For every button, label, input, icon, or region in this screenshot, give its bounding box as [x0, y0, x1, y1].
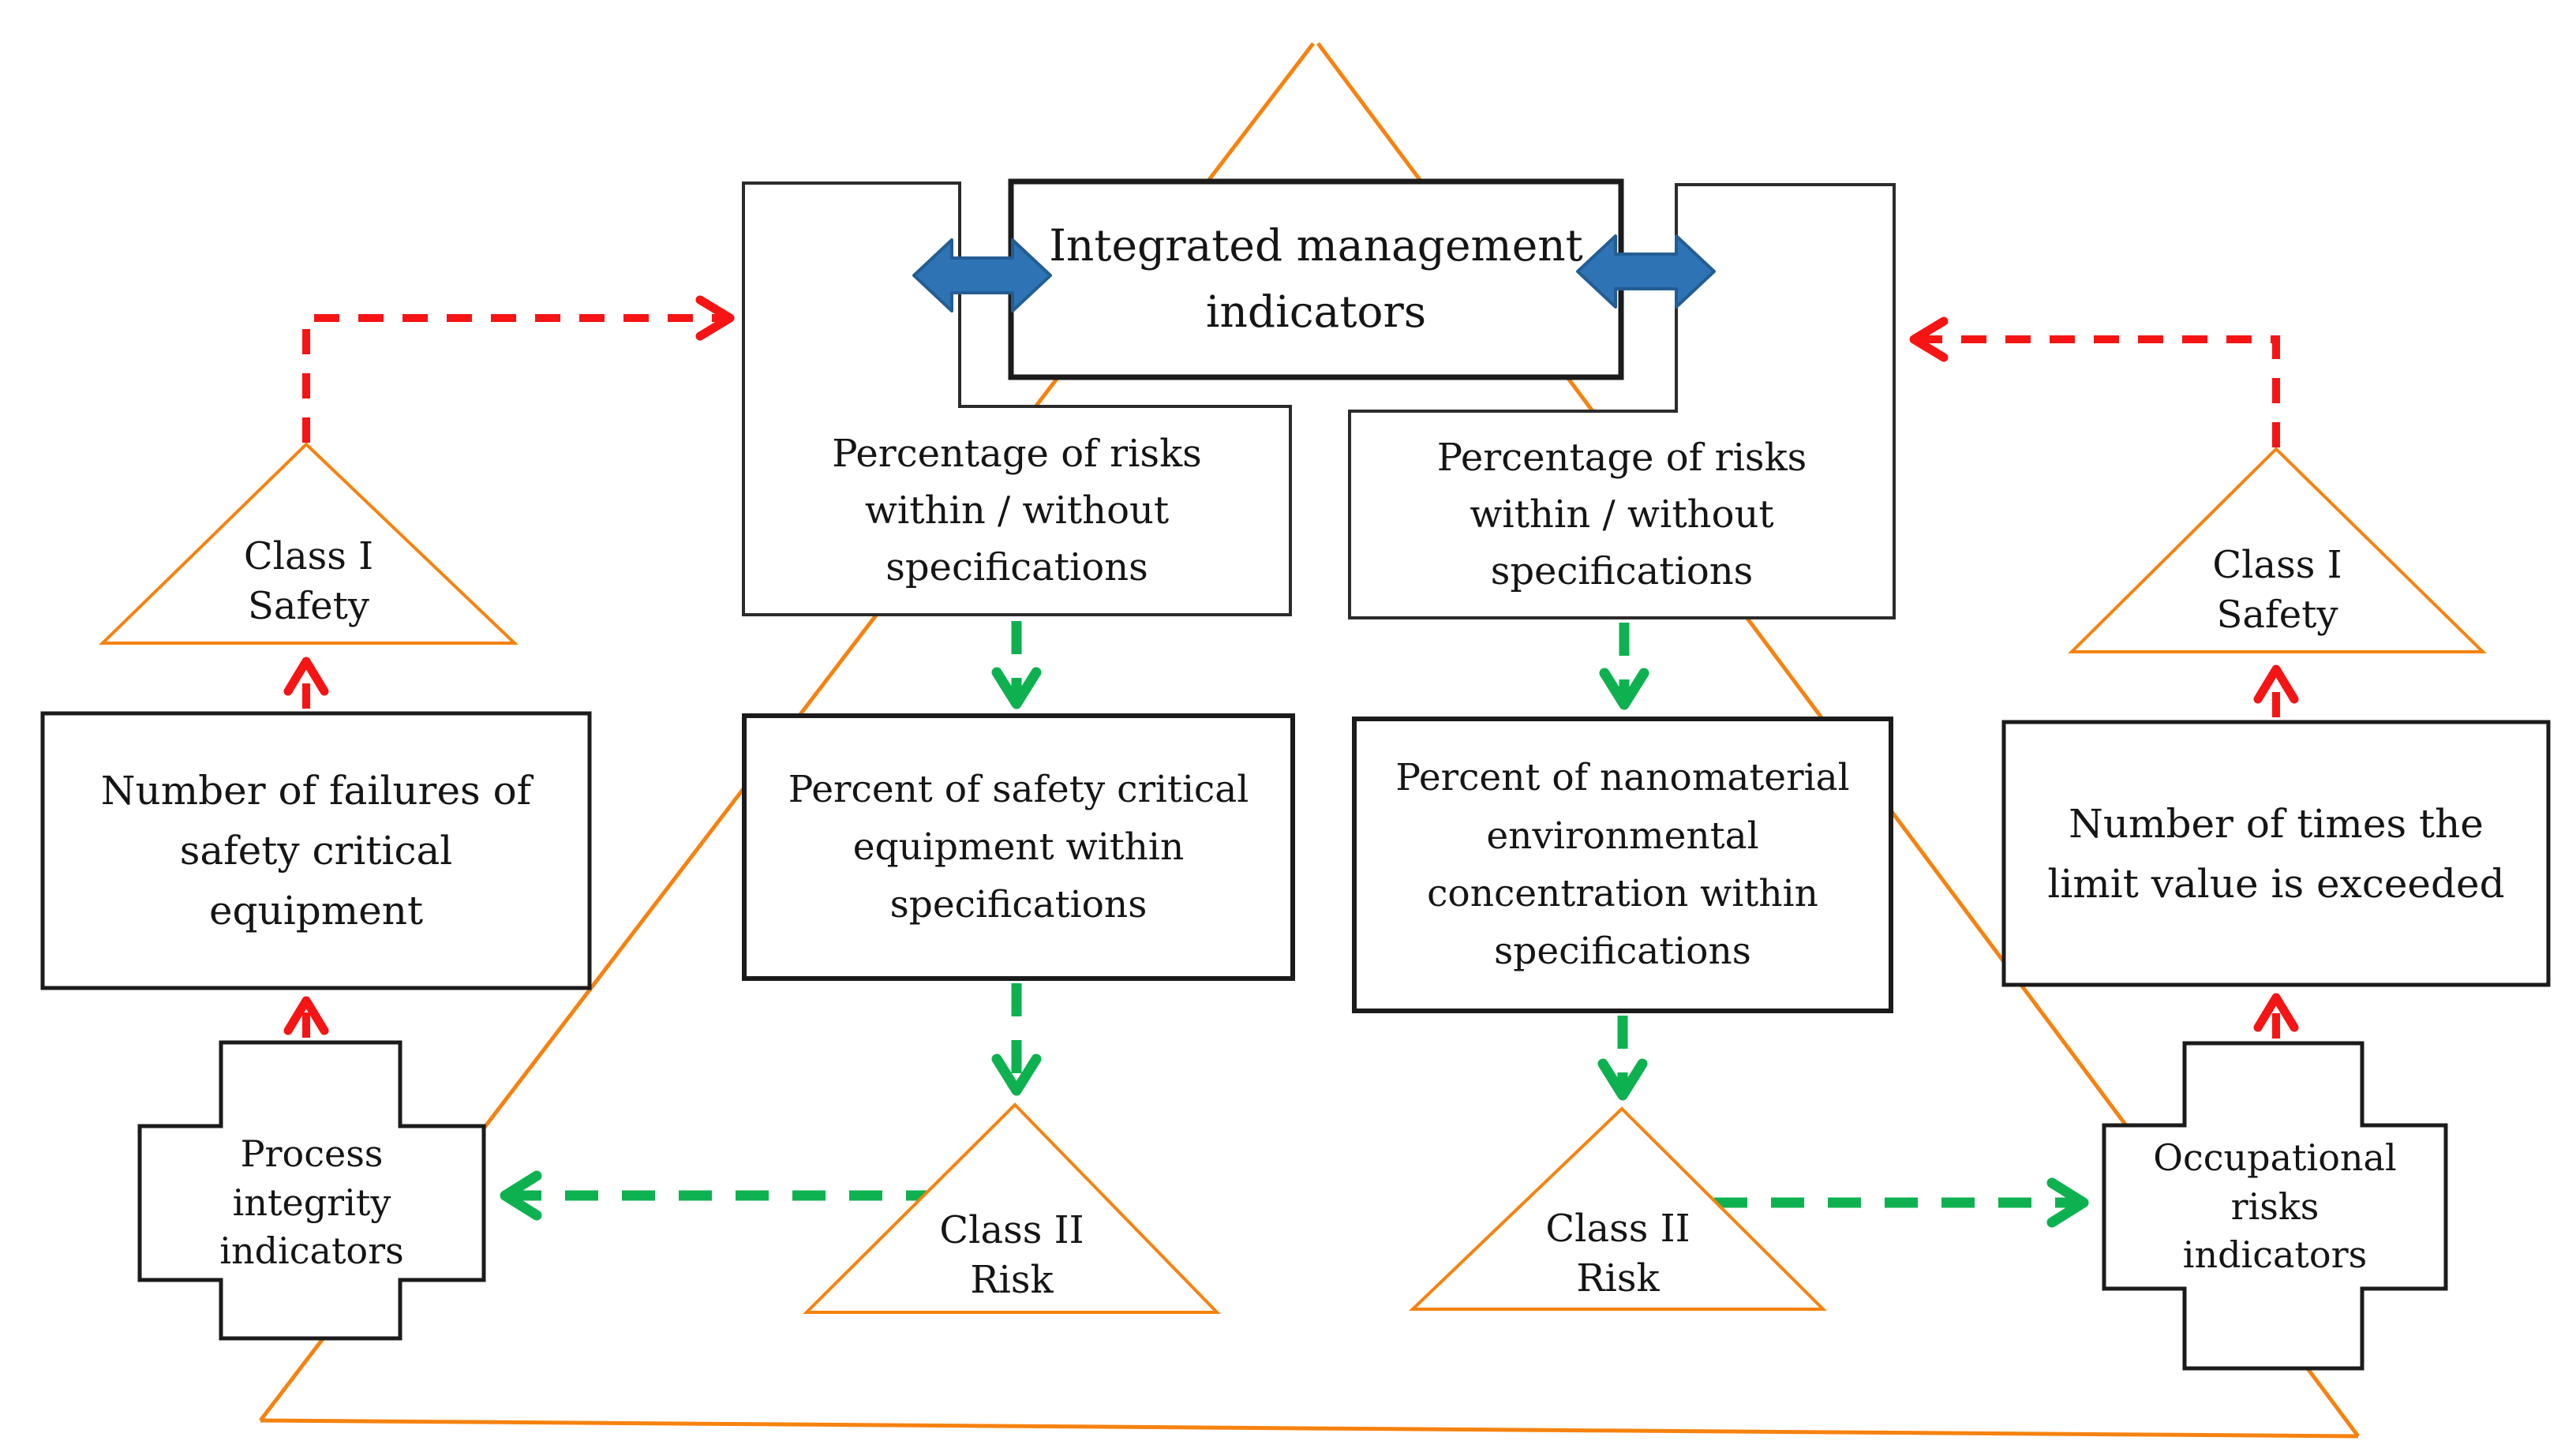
- class2-left-label: Class II Risk: [939, 1208, 1084, 1302]
- occupational-risks-cross: [2102, 1041, 2448, 1371]
- integrated-management-label: Integrated management indicators: [1049, 220, 1583, 337]
- class1-left-label: Class I Safety: [243, 534, 374, 628]
- number-of-times-box: [2001, 720, 2551, 987]
- number-of-failures-label: Number of failures of safety critical eq…: [100, 768, 532, 934]
- class1-right-label: Class I Safety: [2212, 543, 2342, 637]
- blue-double-arrow-right: [1576, 234, 1716, 309]
- class2-left-triangle: [803, 1102, 1221, 1314]
- percentage-risks-left-shape: [742, 182, 1292, 616]
- class2-right-triangle: [1409, 1106, 1827, 1311]
- blue-double-arrow-left: [912, 238, 1052, 312]
- class2-right-label: Class II Risk: [1545, 1207, 1690, 1300]
- percentage-risks-left-label: Percentage of risks within / without spe…: [832, 432, 1202, 589]
- percentage-risks-right-label: Percentage of risks within / without spe…: [1436, 436, 1807, 593]
- occupational-risks-label: Occupational risks indicators: [2153, 1136, 2397, 1277]
- percent-nanomaterial-label: Percent of nanomaterial environmental co…: [1395, 756, 1850, 974]
- percent-safety-equipment-box: [742, 713, 1295, 981]
- red-arrow-class1-to-pct-left: [302, 295, 735, 443]
- class1-left-triangle: [99, 442, 519, 645]
- number-of-failures-box: [40, 711, 592, 990]
- process-integrity-cross: [137, 1040, 486, 1341]
- percent-safety-equipment-label: Percent of safety critical equipment wit…: [788, 767, 1249, 927]
- pyramid-base: [260, 1418, 2359, 1439]
- percentage-risks-right-shape: [1348, 183, 1896, 619]
- number-of-times-label: Number of times the limit value is excee…: [2047, 800, 2505, 907]
- red-arrow-class1-to-pct-right: [1909, 316, 2280, 447]
- process-integrity-label: Process integrity indicators: [219, 1132, 404, 1273]
- percent-nanomaterial-box: [1352, 717, 1893, 1013]
- class1-right-triangle: [2068, 447, 2487, 653]
